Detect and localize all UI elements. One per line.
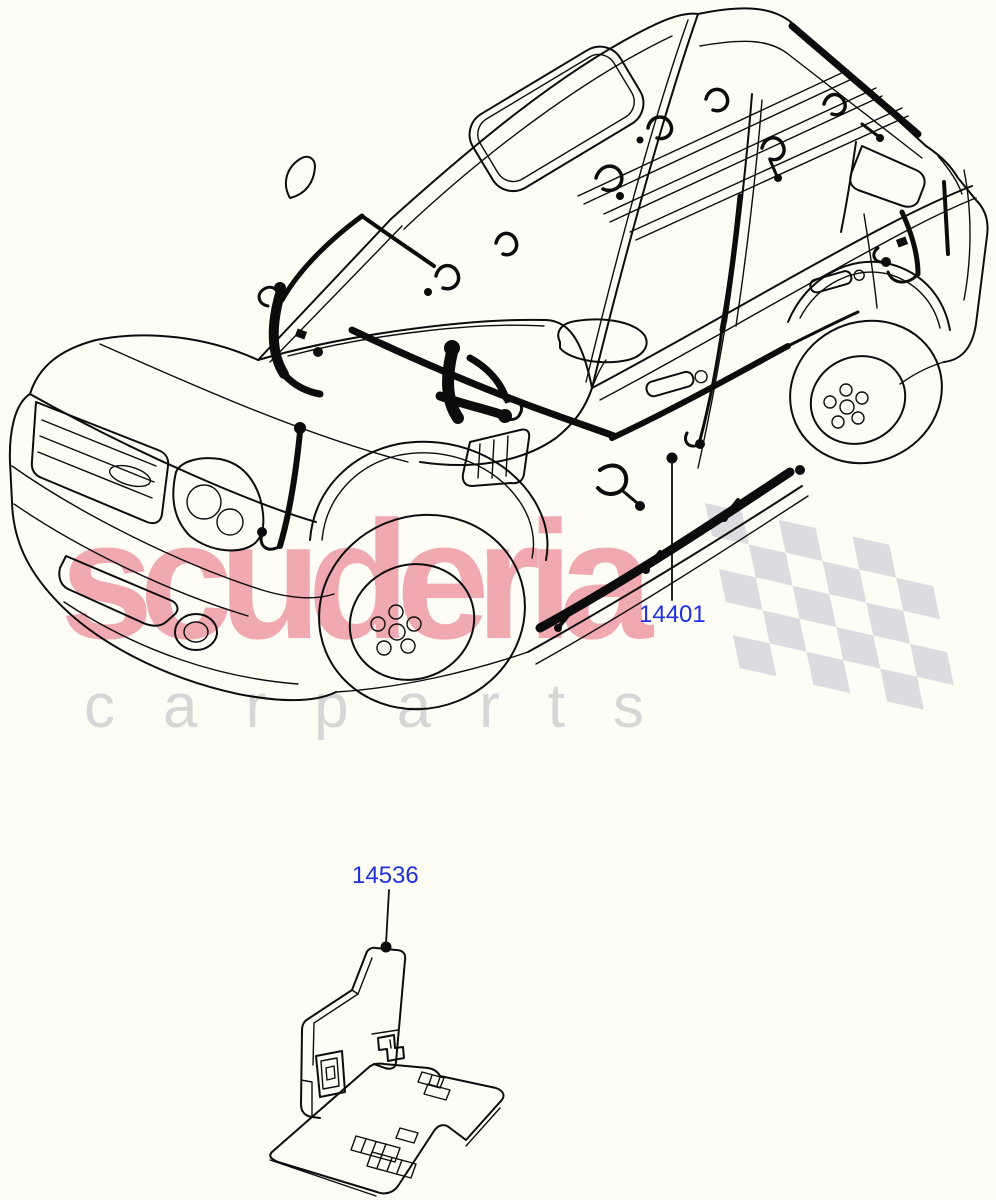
wiring-bracket-illustration [269,946,505,1197]
windshield [257,13,699,389]
vehicle-side [284,93,977,693]
main-wiring-harness [257,22,950,633]
front-wheel [309,440,549,711]
callout-leader-14401 [666,452,678,601]
part-callout-14536[interactable]: 14536 [352,862,419,889]
rear-wheel [789,319,943,465]
part-callout-14401[interactable]: 14401 [639,601,706,628]
callout-leader-14536 [380,889,392,953]
watermark-brand-subtext: carparts [84,672,692,741]
watermark-brand-text: scuderia [60,486,653,674]
vehicle-front [8,334,593,702]
